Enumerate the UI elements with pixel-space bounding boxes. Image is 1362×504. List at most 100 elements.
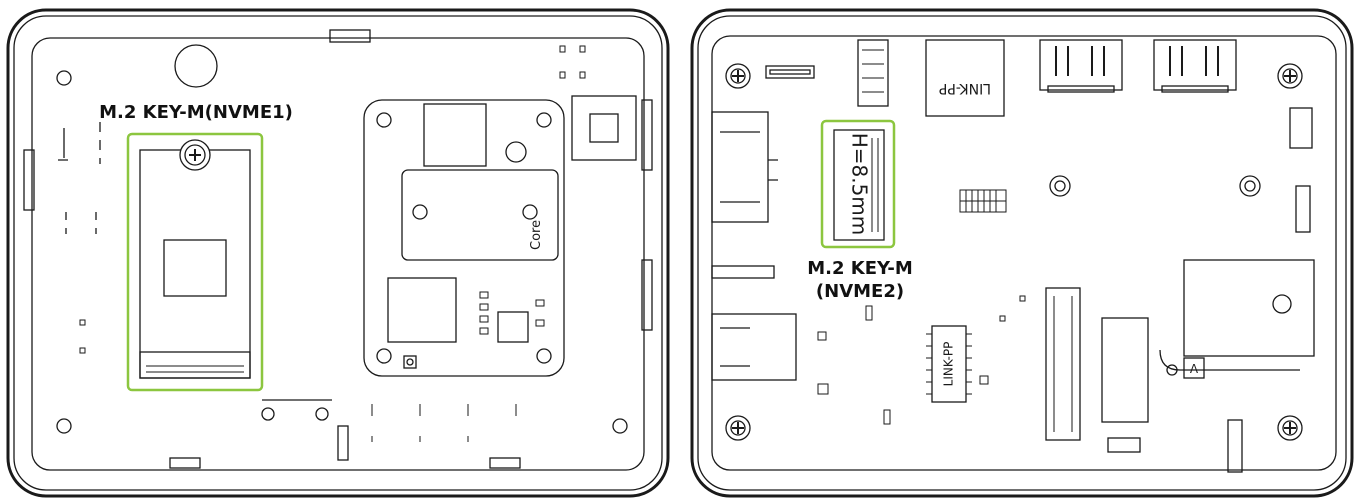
pcb-pad bbox=[479, 315, 489, 323]
antenna-connector bbox=[403, 355, 417, 369]
right-side-notch bbox=[641, 259, 653, 331]
pcb-pad bbox=[559, 45, 566, 53]
sd-card-slot-lines bbox=[720, 327, 750, 367]
standoff bbox=[261, 407, 275, 421]
nvme1-screw-head bbox=[184, 144, 206, 166]
nvme2-slot-label-line1: M.2 KEY-M bbox=[807, 258, 913, 279]
nvme1-slot-label: M.2 KEY-M(NVME1) bbox=[99, 102, 293, 123]
link-pp-chip bbox=[931, 325, 967, 403]
left-outer-shell bbox=[6, 8, 670, 498]
side-connector-lines bbox=[720, 131, 778, 203]
fpc-connector bbox=[765, 65, 815, 79]
pcb-pad bbox=[979, 375, 989, 385]
right-side-notch bbox=[641, 99, 653, 171]
right-shell-inner-edge bbox=[697, 15, 1347, 491]
card-label-box bbox=[1183, 357, 1205, 379]
compute-module-carrier bbox=[363, 99, 565, 377]
pcb-pad bbox=[479, 303, 489, 311]
standoff bbox=[1049, 175, 1071, 197]
pcb-pad bbox=[883, 409, 891, 425]
module-hole bbox=[522, 204, 538, 220]
right-enclosure: LINK-PP H=8.5mm M.2 KEY-M (NVME2) bbox=[690, 8, 1354, 498]
pin-header bbox=[959, 189, 1007, 213]
pcb-pad bbox=[479, 291, 489, 299]
screw-cross-icon bbox=[189, 149, 201, 161]
switch-block-dividers bbox=[862, 49, 884, 93]
usb-port bbox=[1039, 39, 1123, 93]
mount-hole bbox=[612, 418, 628, 434]
module-hole bbox=[412, 204, 428, 220]
mount-screw bbox=[725, 63, 751, 89]
large-mount-hole bbox=[174, 44, 218, 88]
left-shell-inner-edge bbox=[13, 15, 663, 491]
mount-screw bbox=[725, 415, 751, 441]
link-pp-chip-marking: LINK-PP bbox=[942, 342, 956, 387]
left-enclosure: M.2 KEY-M(NVME1) Core bbox=[6, 8, 670, 498]
sd-reader bbox=[1183, 259, 1315, 357]
label-area bbox=[1101, 317, 1149, 423]
pcb-pad bbox=[559, 71, 566, 79]
mount-screw bbox=[1277, 63, 1303, 89]
pcb-pad bbox=[79, 319, 86, 326]
dip-switch bbox=[1107, 437, 1141, 453]
switch-block bbox=[857, 39, 889, 107]
module-marking: Core bbox=[529, 220, 544, 250]
card-letter: A bbox=[1190, 362, 1199, 376]
standoff-center bbox=[1244, 180, 1256, 192]
pcb-pad bbox=[579, 45, 586, 53]
pcb-pad bbox=[865, 305, 873, 321]
left-inner-wall bbox=[31, 37, 645, 471]
nvme1-connector-pins bbox=[146, 365, 244, 373]
pcb-pad bbox=[1019, 295, 1026, 302]
top-notch bbox=[329, 29, 371, 43]
nvme1-connector bbox=[139, 351, 251, 379]
side-button bbox=[1289, 107, 1313, 149]
standoff-center bbox=[1054, 180, 1066, 192]
module-hole bbox=[376, 348, 392, 364]
pcb-pad bbox=[817, 331, 827, 341]
fpc-connector-inner bbox=[769, 69, 811, 75]
pcb-pad bbox=[999, 315, 1006, 322]
left-side-notch bbox=[23, 149, 35, 211]
pcb-pad bbox=[479, 327, 489, 335]
m2-vertical-connector bbox=[1045, 287, 1081, 441]
ribbon-slot bbox=[711, 265, 775, 279]
pmic-chip bbox=[497, 311, 529, 343]
nvme2-height-marking: H=8.5mm bbox=[848, 133, 872, 236]
right-inner-wall bbox=[711, 35, 1337, 471]
sd-reader-lever bbox=[1159, 349, 1300, 371]
bottom-notch bbox=[489, 457, 521, 469]
mount-hole bbox=[56, 418, 72, 434]
screw-post bbox=[337, 425, 349, 461]
pcb-marks bbox=[371, 404, 517, 442]
mount-screw bbox=[1277, 415, 1303, 441]
pcb-marks bbox=[65, 212, 97, 234]
side-port bbox=[1295, 185, 1311, 233]
m2-vertical-connector-pins bbox=[1053, 296, 1073, 432]
ethernet-jack-marking: LINK-PP bbox=[939, 80, 991, 96]
module-hole bbox=[536, 112, 552, 128]
usb-port bbox=[1153, 39, 1237, 93]
pcb-marks bbox=[58, 122, 101, 164]
wifi-module bbox=[401, 169, 559, 261]
memory-chip bbox=[387, 277, 457, 343]
pcb-pad bbox=[535, 299, 545, 307]
link-pp-chip-pins bbox=[926, 333, 972, 395]
module-hole bbox=[536, 348, 552, 364]
nvme1-controller-chip bbox=[163, 239, 227, 297]
bottom-post bbox=[1227, 419, 1243, 473]
square-component bbox=[571, 95, 637, 161]
nvme2-slot-label-line2: (NVME2) bbox=[816, 281, 904, 302]
pcb-pad bbox=[535, 319, 545, 327]
nvme1-highlight-box bbox=[126, 132, 264, 392]
module-hole bbox=[376, 112, 392, 128]
square-component-inner bbox=[589, 113, 619, 143]
side-connector bbox=[711, 111, 769, 223]
mount-hole bbox=[56, 70, 72, 86]
sd-reader-pivot bbox=[1166, 364, 1178, 376]
nvme2-highlight-box bbox=[820, 119, 896, 249]
standoff bbox=[315, 407, 329, 421]
right-outer-shell bbox=[690, 8, 1354, 498]
nvme2-connector-body bbox=[833, 129, 885, 241]
